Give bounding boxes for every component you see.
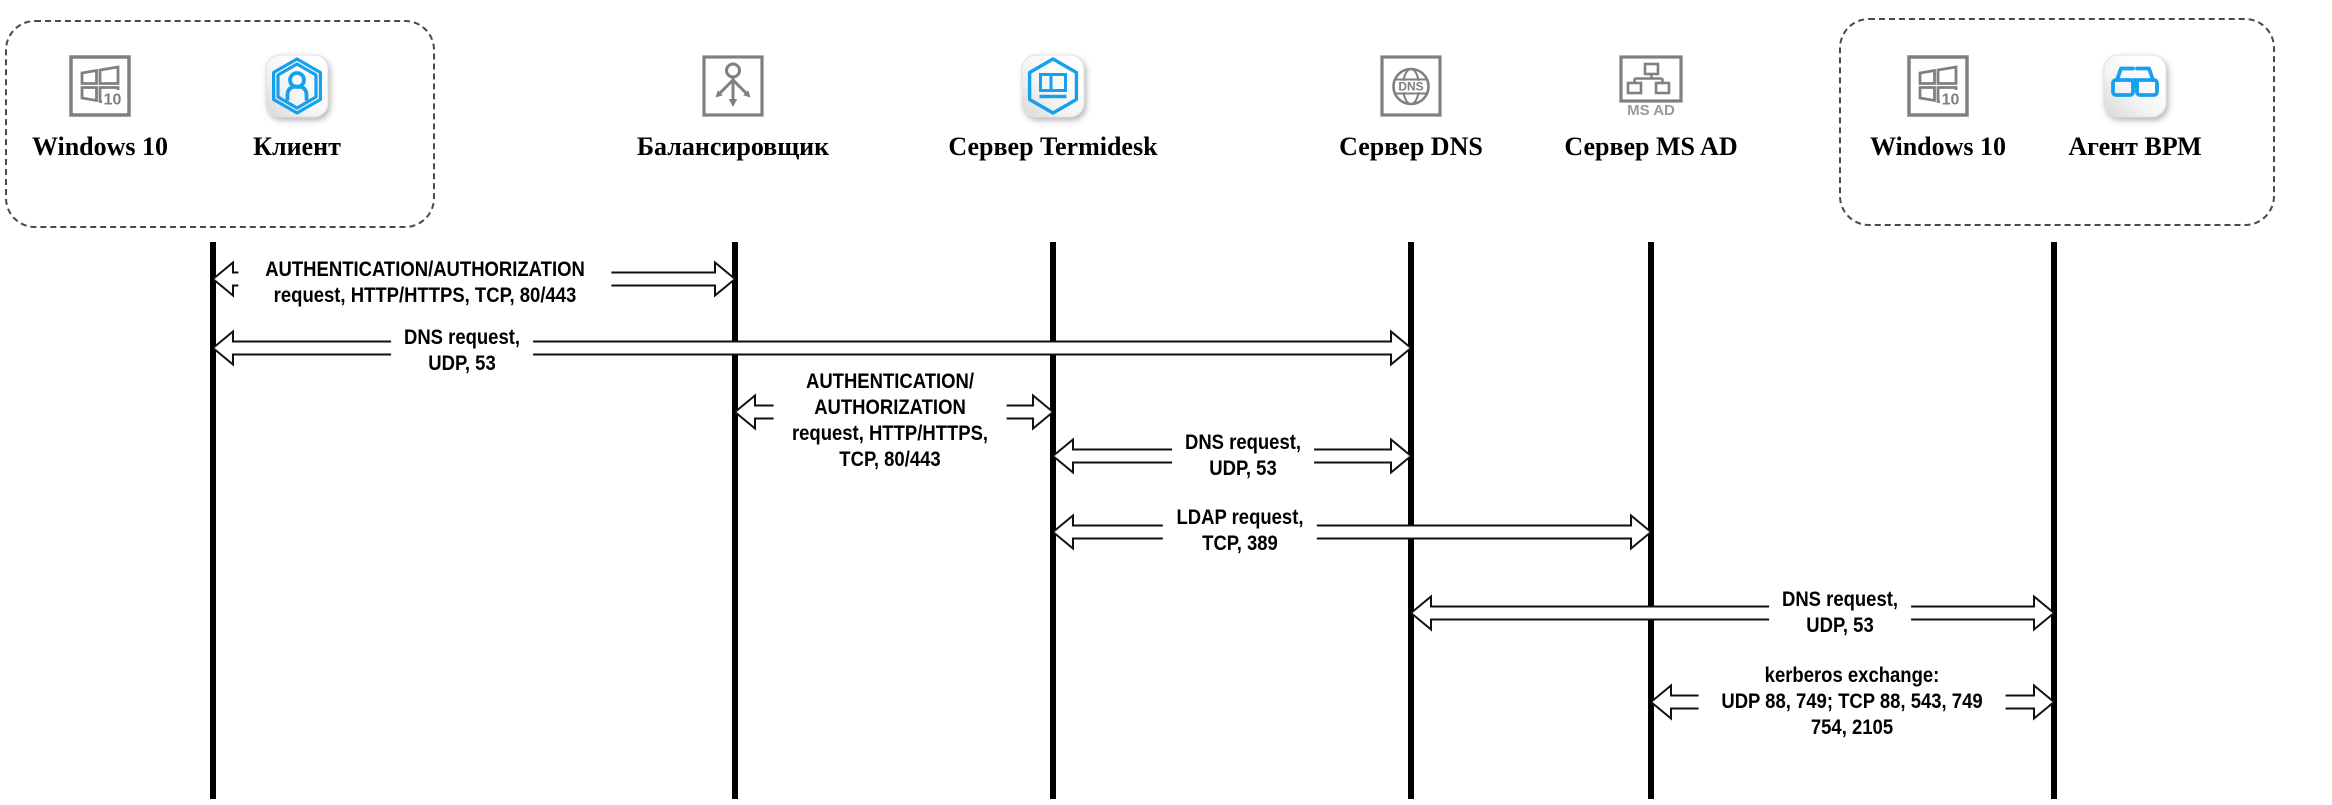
actors-header: 10 Windows 10 Клиент Балансировщик <box>0 0 2332 240</box>
actor-label-agent: Агент ВРМ <box>2068 132 2202 161</box>
message-label-line: AUTHENTICATION/ <box>805 370 975 393</box>
message-label-kerberos-msad-agent: kerberos exchange: UDP 88, 749; TCP 88, 5… <box>1698 663 2006 741</box>
message-label-line: DNS request, <box>1184 431 1302 454</box>
message-label-text: DNS request, UDP, 53 <box>404 325 520 377</box>
lifeline-balancer <box>732 242 738 799</box>
message-label-dns-client: DNS request, UDP, 53 <box>391 325 533 377</box>
message-arrow-dns-agent <box>1411 594 2054 632</box>
actor-label-windows10-right: Windows 10 <box>1869 132 2007 161</box>
message-label-text: DNS request, UDP, 53 <box>1782 587 1898 639</box>
message-label-auth-client-balancer: AUTHENTICATION/AUTHORIZATION request, HTT… <box>238 257 612 309</box>
message-label-line: UDP 88, 749; TCP 88, 543, 749 <box>1721 690 1983 713</box>
actor-label-client: Клиент <box>253 132 341 161</box>
message-label-text: LDAP request, TCP, 389 <box>1176 505 1303 557</box>
message-label-line: request, HTTP/HTTPS, <box>791 422 989 445</box>
message-label-line: TCP, 80/443 <box>839 448 941 471</box>
svg-text:DNS: DNS <box>1398 80 1423 94</box>
message-label-dns-agent: DNS request, UDP, 53 <box>1769 587 1911 639</box>
message-label-text: kerberos exchange: UDP 88, 749; TCP 88, 5… <box>1721 663 1982 741</box>
glasses-icon <box>2102 50 2168 122</box>
message-label-line: DNS request, <box>403 326 521 349</box>
actor-balancer: Балансировщик <box>613 50 853 162</box>
svg-text:10: 10 <box>104 92 122 109</box>
agent-machine-box <box>1839 18 2275 226</box>
message-label-line: DNS request, <box>1781 588 1899 611</box>
message-label-line: 754, 2105 <box>1810 716 1894 739</box>
actor-windows10-left: 10 Windows 10 <box>0 50 220 162</box>
globe-dns-icon: DNS <box>1379 50 1443 122</box>
lifeline-client <box>210 242 216 799</box>
svg-text:10: 10 <box>1942 92 1960 109</box>
message-label-line: UDP, 53 <box>428 352 496 375</box>
lifeline-msad <box>1648 242 1654 799</box>
actor-label-dns: Сервер DNS <box>1339 132 1483 161</box>
message-label-line: AUTHORIZATION <box>814 396 966 419</box>
windows-10-icon: 10 <box>1906 50 1970 122</box>
actor-label-balancer: Балансировщик <box>636 132 830 161</box>
svg-text:MS AD: MS AD <box>1627 102 1675 119</box>
hexagon-user-icon <box>264 50 330 122</box>
message-label-line: UDP, 53 <box>1806 614 1874 637</box>
load-balancer-icon <box>701 50 765 122</box>
message-label-text: DNS request, UDP, 53 <box>1185 430 1301 482</box>
actor-termidesk: Сервер Termidesk <box>933 50 1173 162</box>
lifeline-dns <box>1408 242 1414 799</box>
message-label-line: request, HTTP/HTTPS, TCP, 80/443 <box>273 284 577 307</box>
client-machine-box <box>5 20 435 228</box>
message-label-auth-balancer-termidesk: AUTHENTICATION/AUTHORIZATION request, HTT… <box>773 369 1007 473</box>
lifeline-termidesk <box>1050 242 1056 799</box>
lifeline-agent <box>2051 242 2057 799</box>
hexagon-window-icon <box>1020 50 1086 122</box>
message-label-text: AUTHENTICATION/AUTHORIZATION request, HTT… <box>265 257 585 309</box>
message-arrow-ldap-termidesk-msad <box>1053 513 1651 551</box>
message-label-dns-termidesk: DNS request, UDP, 53 <box>1172 430 1314 482</box>
actor-label-windows10-left: Windows 10 <box>31 132 169 161</box>
actor-msad: MS AD Сервер MS AD <box>1531 50 1771 162</box>
message-label-line: LDAP request, <box>1176 506 1304 529</box>
message-label-text: AUTHENTICATION/AUTHORIZATION request, HTT… <box>792 369 988 473</box>
windows-10-icon: 10 <box>68 50 132 122</box>
actor-agent: Агент ВРМ <box>2015 50 2255 162</box>
message-label-line: kerberos exchange: <box>1764 664 1940 687</box>
message-label-line: AUTHENTICATION/AUTHORIZATION <box>265 258 585 281</box>
message-label-ldap-termidesk-msad: LDAP request, TCP, 389 <box>1162 505 1318 557</box>
message-label-line: UDP, 53 <box>1209 457 1277 480</box>
tree-msad-icon: MS AD <box>1616 50 1686 122</box>
message-arrow-dns-client <box>213 329 1411 367</box>
actor-windows10-right: 10 Windows 10 <box>1818 50 2058 162</box>
message-label-line: TCP, 389 <box>1202 532 1278 555</box>
actor-label-msad: Сервер MS AD <box>1564 132 1738 161</box>
actor-client: Клиент <box>177 50 417 162</box>
actor-dns: DNS Сервер DNS <box>1291 50 1531 162</box>
actor-label-termidesk: Сервер Termidesk <box>948 132 1158 161</box>
